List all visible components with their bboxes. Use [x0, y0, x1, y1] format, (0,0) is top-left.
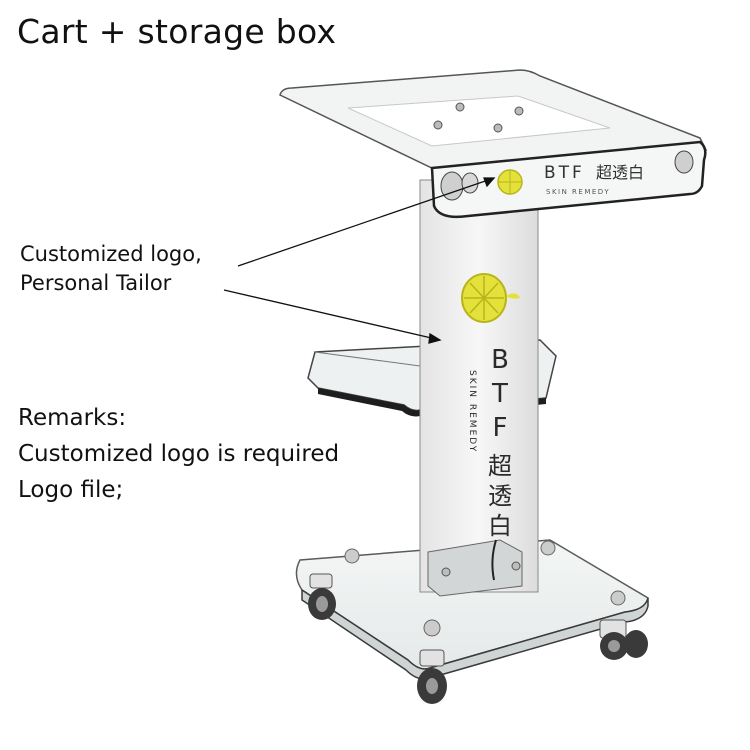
- wheel-right: [599, 619, 648, 660]
- remarks-heading: Remarks:: [18, 405, 127, 431]
- column-branding: B T F 超 透 白 SKIN REMEDY: [467, 345, 512, 540]
- remarks-line-1: Customized logo is required: [18, 441, 340, 467]
- callout-arrows: [223, 177, 496, 344]
- brand-chinese-2: 透: [488, 482, 512, 510]
- arrow-to-column-logo: [223, 289, 441, 341]
- center-column: [419, 179, 539, 597]
- logo-callout: Customized logo, Personal Tailor: [20, 240, 202, 298]
- top-tray: [279, 69, 708, 178]
- brand-chinese-3: 白: [488, 512, 512, 540]
- lemon-logo-icon: [461, 273, 520, 323]
- panel-wordmark: BTF: [544, 163, 585, 183]
- wheel-left: [308, 573, 336, 620]
- caster-wheels: [308, 573, 648, 704]
- callout-line-1: Customized logo,: [20, 242, 202, 266]
- brand-letter-1: B: [491, 345, 509, 375]
- brand-letter-3: F: [493, 413, 508, 443]
- panel-chinese: 超透白: [596, 163, 644, 182]
- remarks-block: Remarks: Customized logo is required Log…: [18, 400, 339, 508]
- arrowhead-column: [428, 332, 442, 344]
- brand-chinese-1: 超: [488, 452, 512, 480]
- panel-tagline: SKIN REMEDY: [546, 188, 610, 196]
- remarks-line-2: Logo file;: [18, 477, 124, 503]
- column-tagline: SKIN REMEDY: [467, 370, 477, 453]
- page-title: Cart + storage box: [17, 12, 337, 51]
- arrowhead-top: [483, 177, 496, 188]
- brand-letter-2: T: [491, 379, 508, 409]
- callout-line-2: Personal Tailor: [20, 271, 172, 295]
- arrow-to-top-logo: [237, 177, 495, 267]
- wheel-front: [417, 649, 447, 704]
- front-logo-panel: BTF 超透白 SKIN REMEDY: [430, 140, 707, 219]
- panel-lemon-icon: [497, 169, 523, 195]
